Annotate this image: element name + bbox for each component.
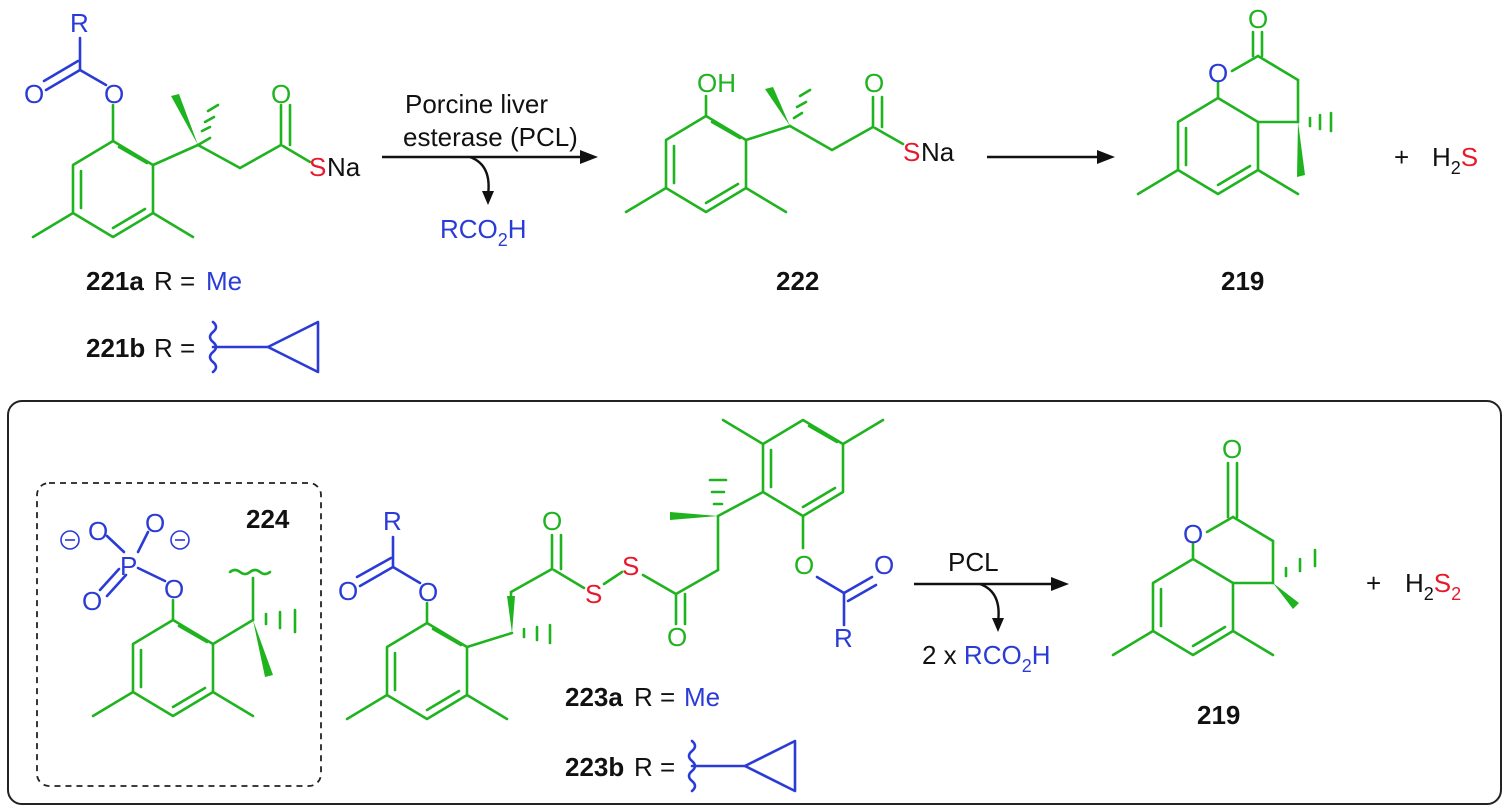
atom-r-223-left: R xyxy=(383,506,402,536)
svg-text:221a: 221a xyxy=(86,266,144,296)
plus-top: + xyxy=(1394,142,1409,172)
label-222: 222 xyxy=(776,266,819,296)
atom-o-carbonyl: O xyxy=(24,79,44,109)
atom-r-223-right: R xyxy=(834,623,853,653)
svg-text:R =: R = xyxy=(154,333,195,363)
atom-s-right: S xyxy=(622,551,639,581)
compound-222-structure: OH O S Na xyxy=(624,68,955,214)
byproduct-2rco2h: 2 x RCO2H xyxy=(922,640,1051,676)
atom-na: Na xyxy=(327,152,361,182)
compound-219-bottom-structure: O O xyxy=(1111,434,1317,657)
atom-o-222: O xyxy=(864,68,884,98)
svg-text:R =: R = xyxy=(634,752,675,782)
compound-221-structure: O O R O S Na xyxy=(24,8,361,239)
svg-text:223b: 223b xyxy=(565,752,624,782)
atom-o-thioacid: O xyxy=(271,79,291,109)
compound-224-box xyxy=(36,482,322,787)
atom-o-ring-219: O xyxy=(1208,58,1228,88)
label-219-top: 219 xyxy=(1221,266,1264,296)
arrow-pcl: PCL 2 x RCO2H xyxy=(914,547,1069,676)
label-221b: 221b R = xyxy=(86,320,320,374)
reagent-line1: Porcine liver xyxy=(405,89,548,119)
atom-o-carbonyl-219: O xyxy=(1248,4,1268,34)
reagent-pcl: PCL xyxy=(948,547,999,577)
atom-o-ester: O xyxy=(104,79,124,109)
label-223a: 223a R = Me xyxy=(565,682,720,712)
arrow-esterase: Porcine liver esterase (PCL) RCO2H xyxy=(382,89,598,250)
svg-text:Me: Me xyxy=(684,682,720,712)
svg-text:223a: 223a xyxy=(565,682,623,712)
atom-o-223-right-carbonyl: O xyxy=(874,550,894,580)
compound-224-structure: 224 O P O O O xyxy=(60,504,297,718)
atom-p: P xyxy=(120,551,137,581)
svg-text:R =: R = xyxy=(154,266,195,296)
product-h2s: H2S xyxy=(1432,142,1478,178)
atom-o-carbonyl-219b: O xyxy=(1222,434,1242,464)
atom-o-223-right: O xyxy=(794,550,814,580)
atom-o-minus-2: O xyxy=(145,508,165,538)
atom-o-223-thioester-right: O xyxy=(667,622,687,652)
atom-o-p-double: O xyxy=(82,586,102,616)
plus-bottom: + xyxy=(1366,568,1381,598)
atom-s-left: S xyxy=(585,579,602,609)
atom-o-ring-219b: O xyxy=(1183,519,1203,549)
atom-o-224: O xyxy=(164,574,184,604)
bottom-panel-border xyxy=(7,400,1502,805)
svg-text:224: 224 xyxy=(246,504,290,534)
atom-s-na: S xyxy=(309,152,326,182)
compound-219-top-structure: O O xyxy=(1136,4,1333,196)
atom-r: R xyxy=(70,8,89,38)
atom-o-223-left-carbonyl: O xyxy=(338,576,358,606)
label-221a: 221a R = Me xyxy=(86,266,242,296)
svg-text:221b: 221b xyxy=(86,333,145,363)
atom-s-222: S xyxy=(903,137,920,167)
atom-o-minus-1: O xyxy=(88,516,108,546)
atom-na-222: Na xyxy=(921,137,955,167)
svg-text:Me: Me xyxy=(206,266,242,296)
label-219-bottom: 219 xyxy=(1197,700,1240,730)
atom-o-223-left: O xyxy=(418,577,438,607)
compound-223-structure: O O R O S S O xyxy=(338,418,894,721)
label-223b: 223b R = xyxy=(565,739,797,793)
svg-text:R =: R = xyxy=(634,682,675,712)
atom-oh: OH xyxy=(697,68,736,98)
product-h2s2: H2S2 xyxy=(1405,568,1461,604)
reagent-line2: esterase (PCL) xyxy=(403,122,578,152)
byproduct-rco2h: RCO2H xyxy=(440,214,527,250)
atom-o-223-thioester-left: O xyxy=(542,506,562,536)
arrow-cyclization xyxy=(987,150,1115,164)
